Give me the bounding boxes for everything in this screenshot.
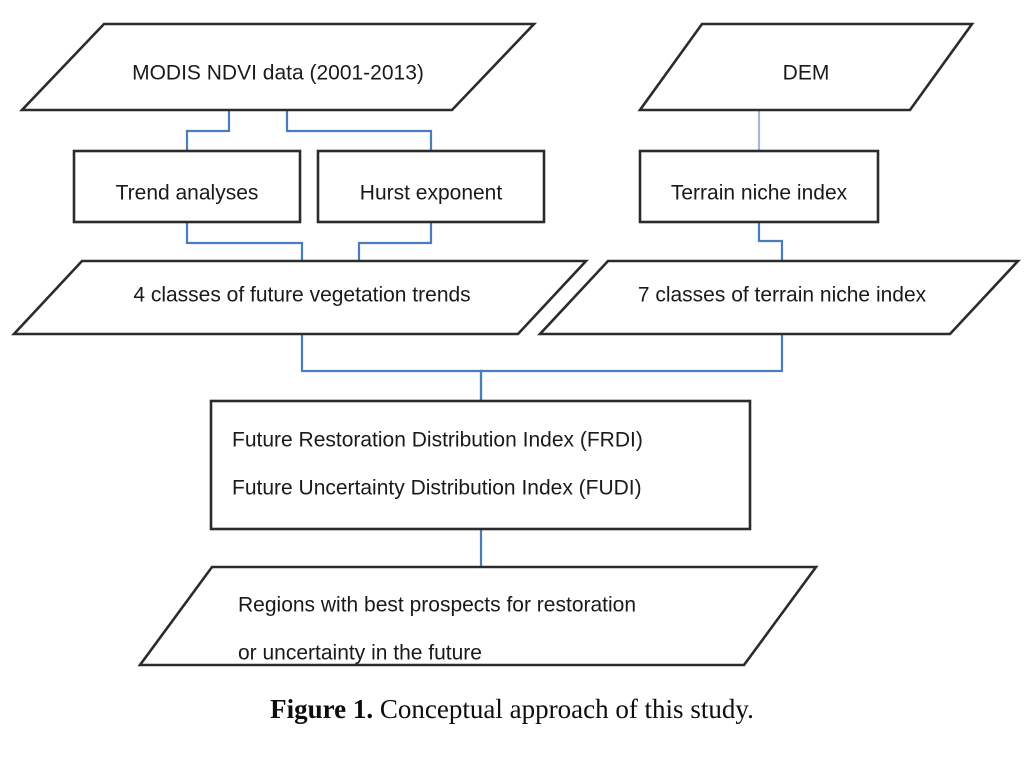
connector-hurst-to-veg-classes [357,222,433,261]
node-label-terrain: Terrain niche index [671,182,848,205]
flowchart-canvas: MODIS NDVI data (2001-2013) DEM Trend anal… [11,22,1021,667]
node-dem: DEM [637,22,975,112]
node-shape-regions [137,565,819,667]
connector-veg-classes-to-indices [300,334,483,401]
connector-modis-to-hurst [285,110,433,151]
node-shape-hurst [316,149,546,224]
node-label-regions-line-1: Regions with best prospects for restorat… [238,594,636,617]
node-indices: Future Restoration Distribution Index (F… [209,399,752,531]
node-label-hurst: Hurst exponent [360,182,503,205]
node-veg-classes: 4 classes of future vegetation trends [11,259,589,336]
node-shape-indices [209,399,752,531]
connector-modis-to-trend [185,110,231,151]
figure-caption-spacer [373,694,380,724]
node-label-modis: MODIS NDVI data (2001-2013) [132,62,424,85]
figure-caption-label: Figure 1. [270,694,374,724]
node-hurst: Hurst exponent [316,149,546,224]
node-label-trend: Trend analyses [116,182,259,205]
connector-layer [185,110,784,567]
connector-terrain-classes-to-indices [479,334,784,401]
node-shape-veg-classes [11,259,589,336]
node-label-veg-classes: 4 classes of future vegetation trends [133,284,470,307]
node-label-dem: DEM [783,62,830,85]
node-label-indices-line-2: Future Uncertainty Distribution Index (F… [232,477,642,500]
node-layer: MODIS NDVI data (2001-2013) DEM Trend anal… [11,22,1021,667]
figure-caption-text: Conceptual approach of this study. [379,694,754,724]
node-label-regions-line-2: or uncertainty in the future [238,642,482,665]
node-shape-dem [637,22,975,112]
node-shape-terrain [638,149,880,224]
connector-trend-to-veg-classes [185,222,304,261]
node-terrain: Terrain niche index [638,149,880,224]
node-shape-trend [72,149,302,224]
node-shape-modis [18,22,538,112]
connector-terrain-to-terrain-classes [757,222,784,261]
node-label-indices-line-1: Future Restoration Distribution Index (F… [232,429,643,452]
node-label-terrain-classes: 7 classes of terrain niche index [638,284,927,307]
node-modis: MODIS NDVI data (2001-2013) [18,22,538,112]
node-regions: Regions with best prospects for restorat… [137,565,819,667]
figure-caption: Figure 1. Conceptual approach of this st… [0,694,1024,725]
node-trend: Trend analyses [72,149,302,224]
node-terrain-classes: 7 classes of terrain niche index [537,259,1021,336]
node-shape-terrain-classes [537,259,1021,336]
